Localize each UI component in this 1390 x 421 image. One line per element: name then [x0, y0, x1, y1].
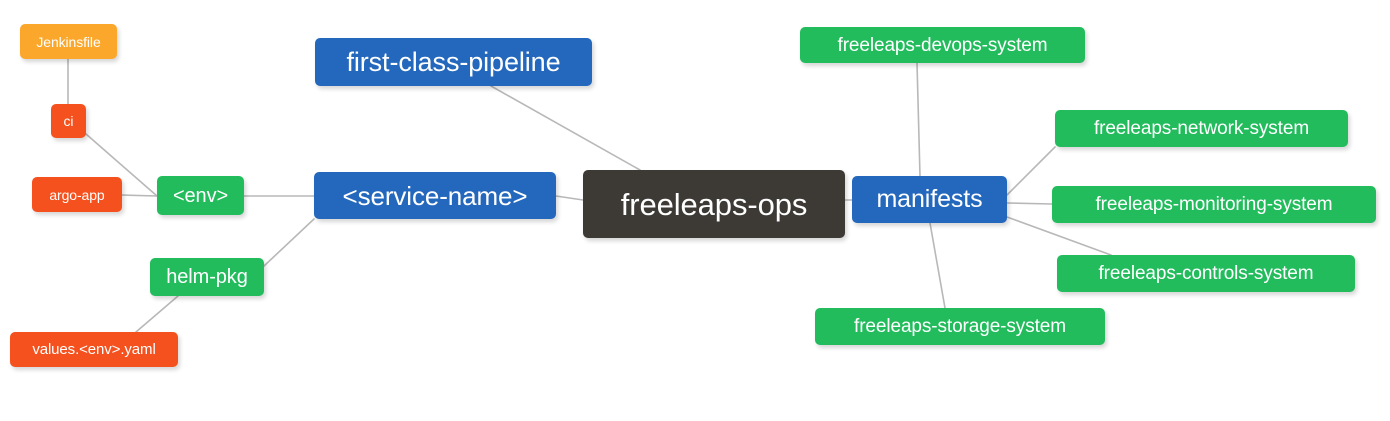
- mindmap-node-label-service-name: <service-name>: [342, 180, 528, 211]
- mindmap-node-jenkinsfile[interactable]: Jenkinsfile: [20, 24, 117, 59]
- mindmap-edge-service-name-to-helm-pkg: [263, 218, 315, 267]
- mindmap-node-label-freeleaps-ops: freeleaps-ops: [620, 186, 808, 222]
- mindmap-node-first-class-pipeline[interactable]: first-class-pipeline: [315, 38, 592, 86]
- mindmap-node-values-yaml[interactable]: values.<env>.yaml: [10, 332, 178, 367]
- mindmap-edge-helm-pkg-to-values-yaml: [135, 295, 179, 333]
- mindmap-node-freeleaps-storage-system[interactable]: freeleaps-storage-system: [815, 308, 1105, 345]
- mindmap-node-env[interactable]: <env>: [157, 176, 244, 215]
- mindmap-edge-manifests-to-freeleaps-monitoring-system: [1006, 202, 1053, 205]
- mindmap-node-freeleaps-controls-system[interactable]: freeleaps-controls-system: [1057, 255, 1355, 292]
- mindmap-node-label-freeleaps-controls-system: freeleaps-controls-system: [1098, 263, 1314, 284]
- mindmap-node-service-name[interactable]: <service-name>: [314, 172, 556, 219]
- mindmap-edge-first-class-pipeline-to-freeleaps-ops: [490, 85, 641, 171]
- mindmap-node-freeleaps-network-system[interactable]: freeleaps-network-system: [1055, 110, 1348, 147]
- mindmap-node-freeleaps-monitoring-system[interactable]: freeleaps-monitoring-system: [1052, 186, 1376, 223]
- mindmap-node-freeleaps-ops[interactable]: freeleaps-ops: [583, 170, 845, 238]
- mindmap-node-helm-pkg[interactable]: helm-pkg: [150, 258, 264, 296]
- mindmap-node-label-helm-pkg: helm-pkg: [166, 266, 248, 288]
- mindmap-node-label-argo-app: argo-app: [49, 186, 105, 203]
- mindmap-node-label-freeleaps-monitoring-system: freeleaps-monitoring-system: [1095, 194, 1333, 215]
- mindmap-node-ci[interactable]: ci: [51, 104, 86, 138]
- mindmap-node-label-manifests: manifests: [876, 185, 983, 213]
- mindmap-node-label-jenkinsfile: Jenkinsfile: [36, 33, 101, 50]
- mindmap-node-label-freeleaps-network-system: freeleaps-network-system: [1093, 118, 1310, 139]
- mindmap-edge-manifests-to-freeleaps-devops-system: [916, 62, 921, 177]
- mindmap-edge-argo-app-to-env: [121, 194, 158, 197]
- mindmap-node-argo-app[interactable]: argo-app: [32, 177, 122, 212]
- mindmap-node-label-env: <env>: [172, 184, 229, 207]
- mindmap-node-label-freeleaps-devops-system: freeleaps-devops-system: [837, 34, 1048, 56]
- mindmap-node-freeleaps-devops-system[interactable]: freeleaps-devops-system: [800, 27, 1085, 63]
- mindmap-edge-manifests-to-freeleaps-storage-system: [929, 222, 946, 309]
- mindmap-edge-manifests-to-freeleaps-network-system: [1006, 146, 1056, 196]
- mindmap-node-label-freeleaps-storage-system: freeleaps-storage-system: [854, 316, 1066, 337]
- mindmap-node-label-first-class-pipeline: first-class-pipeline: [346, 46, 561, 77]
- mindmap-node-manifests[interactable]: manifests: [852, 176, 1007, 223]
- mindmap-edge-service-name-to-freeleaps-ops: [555, 195, 584, 201]
- mindmap-node-label-ci: ci: [63, 113, 74, 129]
- mindmap-node-label-values-yaml: values.<env>.yaml: [32, 341, 156, 358]
